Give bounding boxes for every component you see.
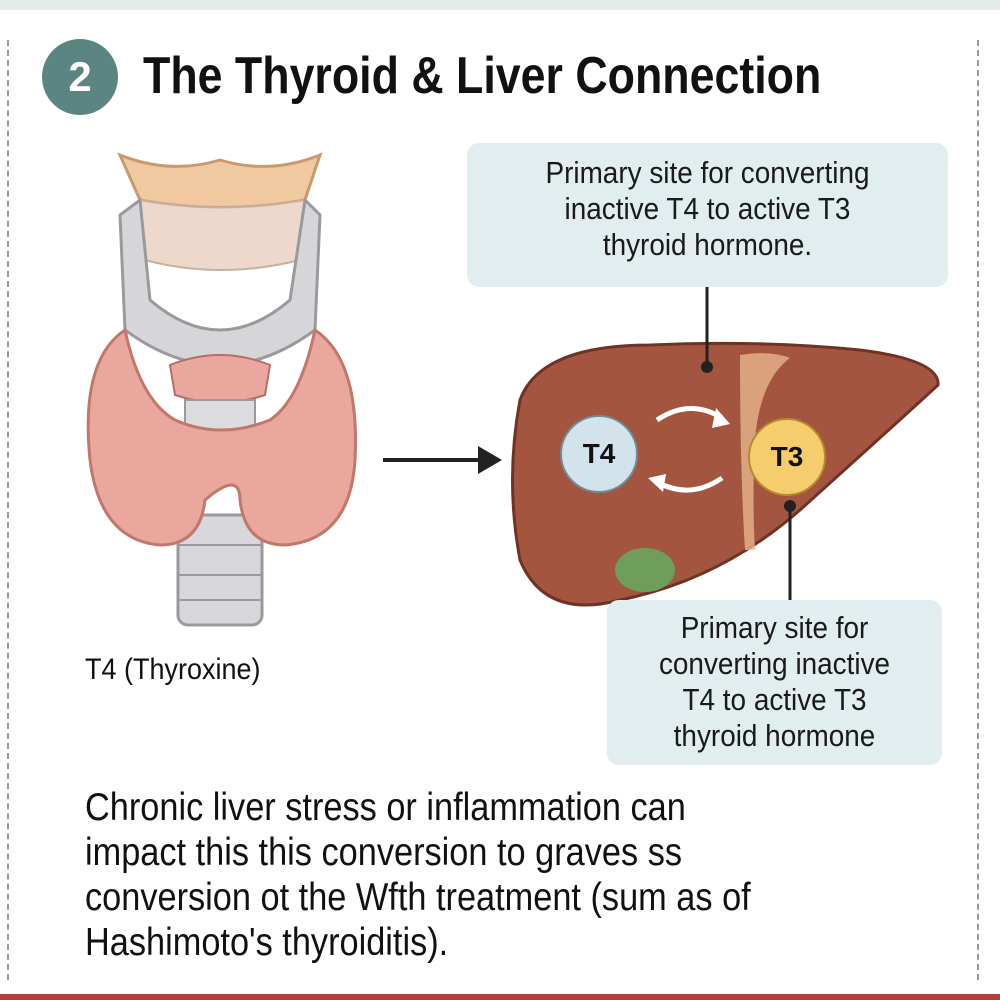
body-line: Chronic liver stress or inflammation can xyxy=(85,786,686,829)
dashed-border-left xyxy=(7,40,9,980)
t3-badge: T3 xyxy=(748,418,826,496)
callout-line: Primary site for xyxy=(680,610,869,645)
arrow-head-icon xyxy=(478,446,502,474)
t4-badge: T4 xyxy=(560,415,638,493)
callout-line: Primary site for converting xyxy=(545,155,870,190)
callout-line: converting inactive xyxy=(658,646,891,681)
callout-bottom: Primary site for converting inactive T4 … xyxy=(607,600,942,765)
body-line: impact this this conversion to graves ss xyxy=(85,831,683,874)
section-number-badge: 2 xyxy=(42,39,118,115)
top-strip xyxy=(0,0,1000,10)
thyroid-illustration xyxy=(86,152,357,627)
callout-line: thyroid hormone xyxy=(673,718,876,753)
section-title: The Thyroid & Liver Connection xyxy=(143,47,822,105)
thyroid-label: T4 (Thyroxine) xyxy=(85,653,261,686)
callout-top: Primary site for converting inactive T4 … xyxy=(467,143,948,287)
body-line: conversion ot the Wfth treatment (sum as… xyxy=(85,876,751,919)
callout-line: T4 to active T3 xyxy=(682,682,867,717)
body-text: Chronic liver stress or inflammation can… xyxy=(85,785,841,965)
dashed-border-right xyxy=(977,40,979,980)
bottom-border xyxy=(0,994,1000,1000)
liver-illustration xyxy=(511,341,940,607)
callout-line: inactive T4 to active T3 xyxy=(564,191,851,226)
callout-line: thyroid hormone. xyxy=(602,227,813,262)
body-line: Hashimoto's thyroiditis). xyxy=(85,921,449,964)
